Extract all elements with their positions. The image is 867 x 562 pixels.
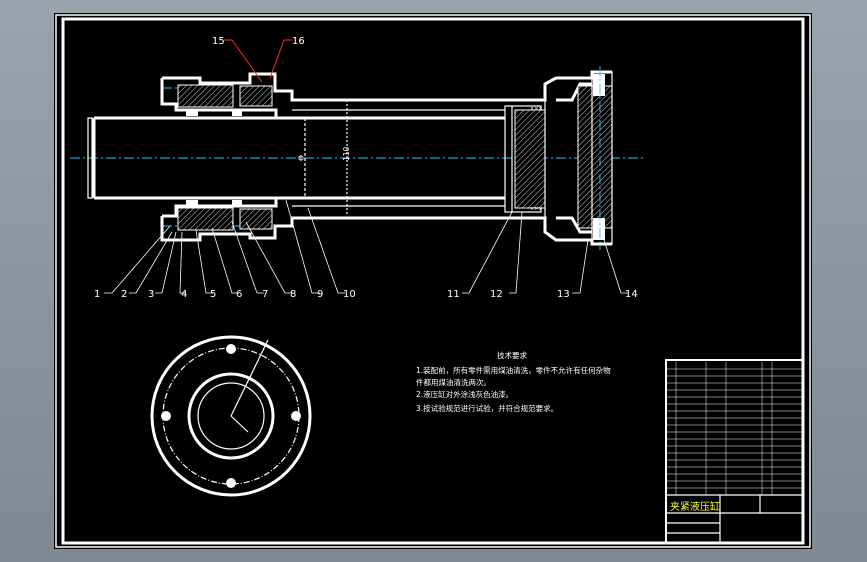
- part-label: 8: [290, 289, 296, 300]
- part-label: 16: [292, 36, 305, 47]
- tech-req-line: 1.装配前，所有零件需用煤油清洗，零件不允许有任何杂物: [416, 365, 611, 375]
- svg-text:×××: ×××: [530, 206, 543, 212]
- technical-requirements: 技术要求 1.装配前，所有零件需用煤油清洗，零件不允许有任何杂物 件都用煤油清洗…: [416, 350, 611, 413]
- part-label: 4: [181, 289, 187, 300]
- part-label: 9: [317, 289, 323, 300]
- leader-lines: [104, 199, 628, 294]
- part-label: 13: [557, 289, 570, 300]
- svg-text:110: 110: [342, 146, 351, 161]
- part-label: 12: [490, 289, 503, 300]
- tech-req-line: 3.按试验规范进行试验，并符合规范要求。: [416, 403, 558, 413]
- part-label: 2: [121, 289, 127, 300]
- part-label: 10: [343, 289, 356, 300]
- tech-req-line: 件都用煤油清洗两次。: [416, 377, 491, 387]
- outer-frame: [55, 14, 811, 548]
- svg-text:Φ: Φ: [298, 154, 304, 163]
- part-label: 7: [262, 289, 268, 300]
- highlight-leaders: [224, 39, 292, 83]
- parts-list-table: 夹紧液压缸: [665, 359, 804, 544]
- part-label: 15: [212, 36, 225, 47]
- part-label: 3: [148, 289, 154, 300]
- part-labels: 1 2 3 4 5 6 7 8 9 10 11 12 13 14 15 16: [94, 36, 638, 300]
- cylinder-section-view: Φ 110 ××× ×××: [70, 66, 645, 250]
- inner-frame: [61, 17, 805, 545]
- part-label: 6: [236, 289, 242, 300]
- part-label: 14: [625, 289, 638, 300]
- tech-req-title: 技术要求: [497, 350, 527, 360]
- part-label: 5: [210, 289, 216, 300]
- part-label: 11: [447, 289, 460, 300]
- svg-text:×××: ×××: [530, 106, 543, 112]
- drawing-sheet: [54, 13, 812, 549]
- flange-end-view: [150, 335, 312, 497]
- tech-req-line: 2.液压缸对外涂浅灰色油漆。: [416, 389, 513, 399]
- part-label: 1: [94, 289, 100, 300]
- drawing-title: 夹紧液压缸: [670, 500, 720, 513]
